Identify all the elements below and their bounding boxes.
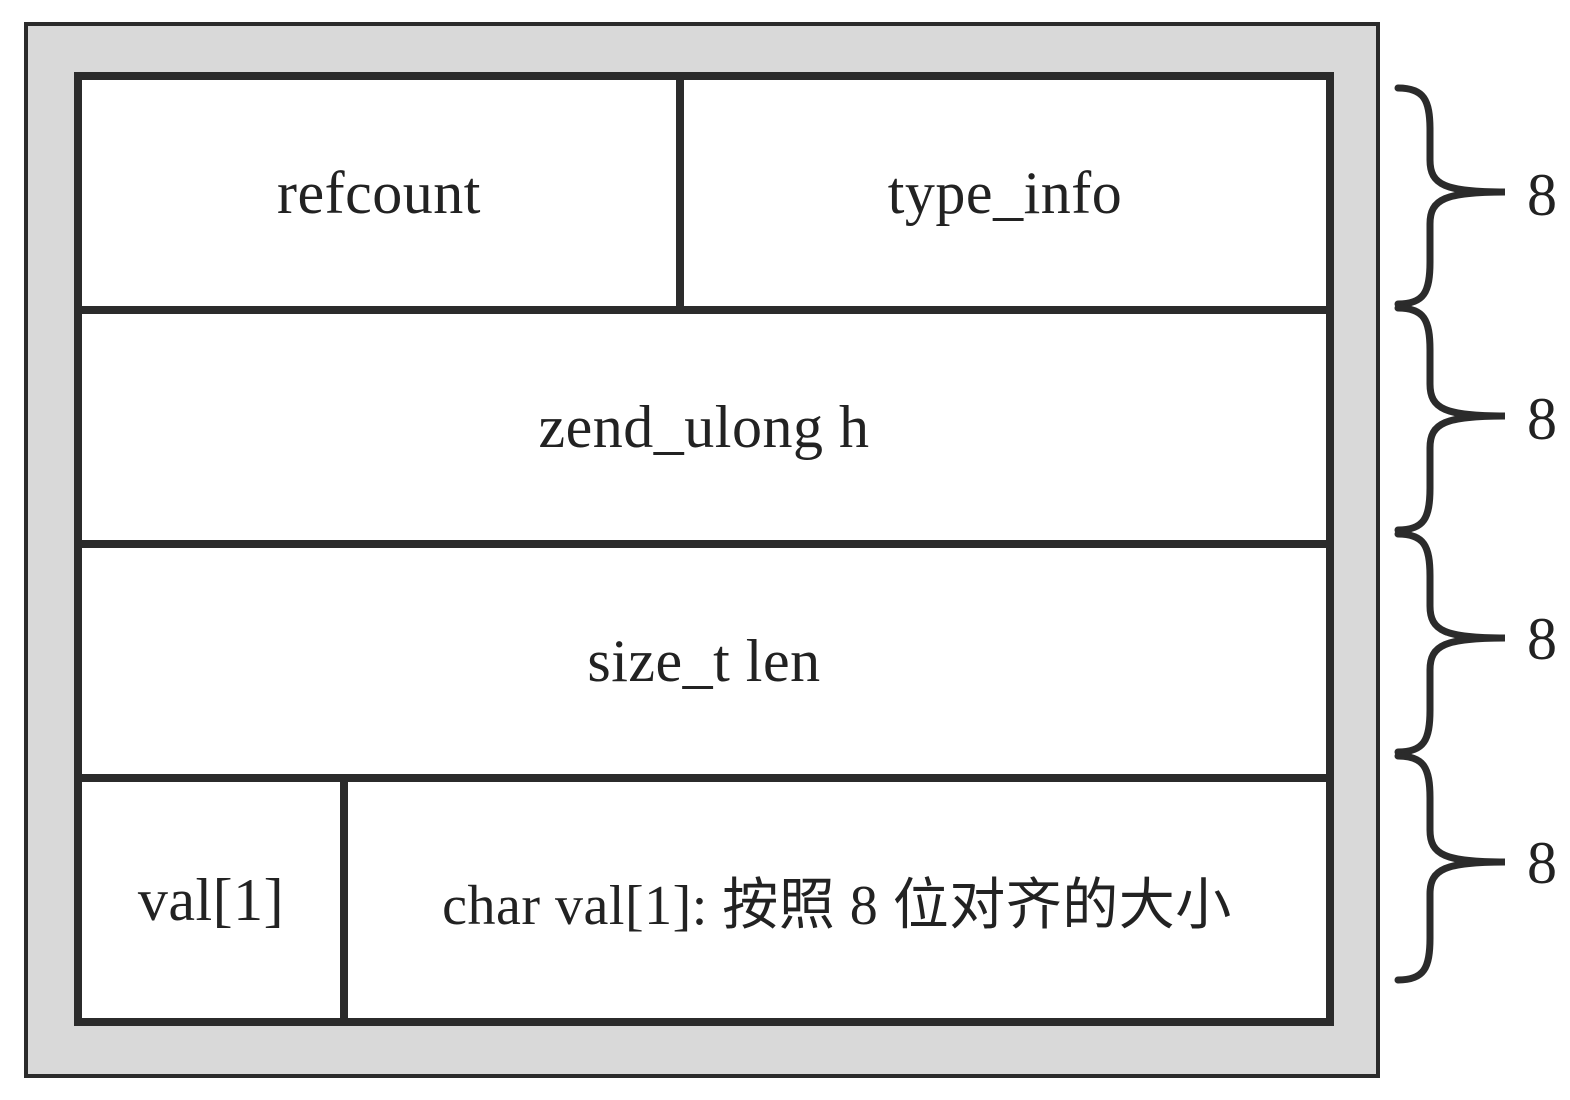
field-char-val-description: char val[1]: 按照 8 位对齐的大小 [442, 874, 1232, 937]
row1-column-divider [676, 80, 684, 314]
row-divider-2 [74, 540, 1334, 548]
row-divider-3 [74, 774, 1334, 782]
size-brace-4 [1394, 752, 1506, 984]
field-zend-ulong-h: zend_ulong h [538, 393, 870, 460]
size-braces [1394, 84, 1506, 984]
row-divider-1 [74, 306, 1334, 314]
field-val: val[1] [137, 866, 285, 933]
field-type-info: type_info [887, 159, 1123, 226]
row4-column-divider [340, 782, 348, 1018]
size-brace-1 [1394, 84, 1506, 308]
size-brace-2 [1394, 304, 1506, 534]
size-label-row1: 8 [1527, 161, 1557, 228]
size-brace-3 [1394, 530, 1506, 756]
struct-table [74, 72, 1334, 1026]
field-refcount: refcount [277, 159, 481, 226]
size-label-row4: 8 [1527, 829, 1557, 896]
size-label-row3: 8 [1527, 605, 1557, 672]
size-label-row2: 8 [1527, 385, 1557, 452]
field-size-t-len: size_t len [587, 627, 821, 694]
